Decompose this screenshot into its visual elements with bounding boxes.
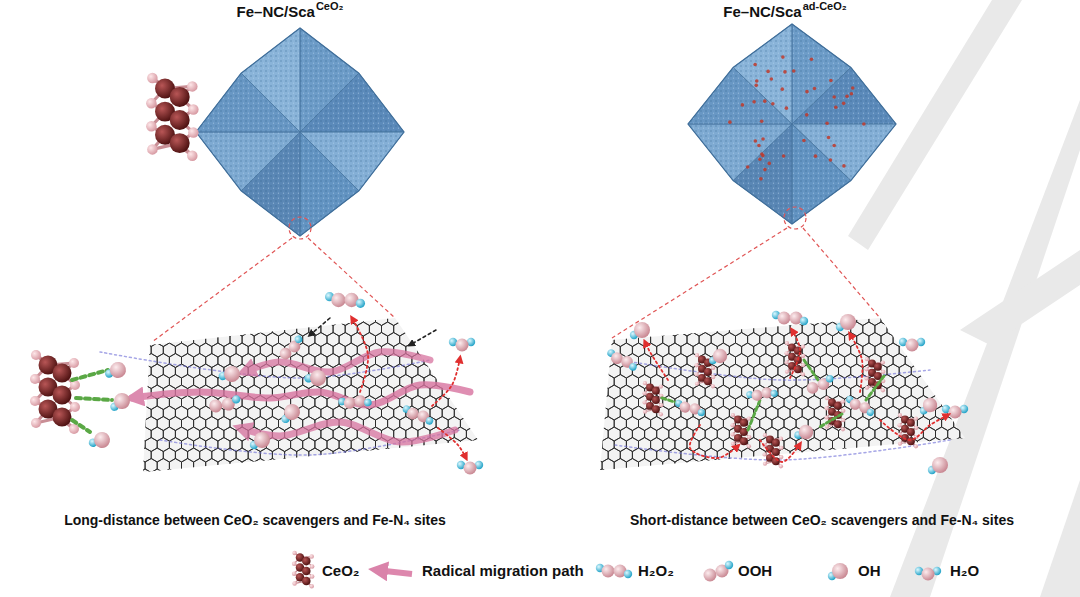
- interaction-line: [804, 360, 818, 380]
- dotted-path: [615, 440, 950, 460]
- molecule: [843, 395, 876, 417]
- radical-arrow: [352, 318, 368, 392]
- dotted-path: [100, 352, 430, 378]
- panel-title-superscript: ad-CeO₂: [803, 0, 847, 13]
- molecule: [772, 311, 808, 325]
- panel-caption: Long-distance between CeO₂ scavengers an…: [64, 512, 446, 528]
- molecule: [401, 405, 436, 426]
- radical-arrow: [438, 428, 466, 458]
- panel-title-superscript: CeO₂: [316, 0, 344, 13]
- transfer-arrow: [310, 318, 330, 335]
- legend-text: H₂O: [950, 562, 979, 579]
- molecule: [208, 391, 241, 417]
- radical-arrow: [850, 334, 863, 392]
- molecule: [303, 365, 329, 390]
- molecule: [217, 362, 242, 385]
- molecule: [836, 314, 856, 331]
- molecule: [604, 348, 639, 371]
- ceo2-cluster: [762, 433, 783, 468]
- radical-arrow: [432, 358, 460, 406]
- radical-arrow: [880, 415, 948, 440]
- legend-text: Radical migration path: [422, 562, 584, 579]
- legend-text: CeO₂: [322, 562, 360, 579]
- interaction-line: [76, 398, 112, 400]
- polyhedron: [196, 28, 404, 236]
- legend-icons: [292, 551, 941, 589]
- ceo2-cluster: [784, 341, 805, 376]
- graphene-sheet: [584, 301, 978, 483]
- molecule: [338, 393, 373, 411]
- interaction-line: [72, 370, 108, 380]
- migration-path: [132, 385, 470, 405]
- radical-arrow: [690, 425, 738, 458]
- molecule: [88, 429, 112, 451]
- radical-arrow: [790, 330, 800, 378]
- interaction-line: [818, 414, 842, 428]
- zoom-indicator: [152, 207, 880, 342]
- molecule: [276, 334, 307, 361]
- interaction-line: [72, 420, 90, 432]
- polyhedron: [688, 24, 896, 224]
- migration-path: [240, 422, 455, 442]
- molecule: [807, 375, 834, 394]
- radical-arrow: [760, 440, 800, 462]
- panel-title: Fe–NC/Sca: [237, 3, 315, 20]
- legend-text: OH: [858, 562, 881, 579]
- interaction-line: [866, 376, 884, 400]
- legend-text: H₂O₂: [638, 562, 674, 579]
- molecule: [104, 360, 127, 380]
- migration-arrow-sample: [376, 570, 412, 574]
- ceo2-cluster: [897, 413, 918, 448]
- molecule: [109, 392, 131, 411]
- molecule: [278, 402, 302, 424]
- molecule: [918, 397, 939, 415]
- legend-text: OOH: [738, 562, 772, 579]
- transfer-arrow: [410, 330, 436, 345]
- graphene-sheet: [127, 301, 497, 483]
- molecule: [745, 384, 778, 404]
- molecule: [828, 563, 848, 580]
- ceo2-cluster: [292, 551, 315, 589]
- molecule: [915, 567, 941, 581]
- radical-arrow: [645, 342, 668, 380]
- ceo2-cluster: [146, 73, 199, 161]
- panel-title: Fe–NC/Sca: [723, 3, 801, 20]
- molecule: [704, 561, 734, 582]
- molecule: [325, 292, 365, 308]
- migration-path: [244, 352, 430, 372]
- watermark: [848, 0, 1080, 597]
- ceo2-cluster: [642, 381, 663, 416]
- molecule: [794, 423, 815, 441]
- molecule: [899, 338, 925, 352]
- panel-caption: Short-distance between CeO₂ scavengers a…: [630, 512, 1014, 528]
- molecule: [250, 432, 270, 449]
- molecule: [928, 457, 948, 474]
- molecule: [709, 349, 727, 364]
- molecule: [674, 399, 707, 416]
- interaction-line: [748, 400, 760, 430]
- molecule: [457, 461, 483, 475]
- molecule: [596, 564, 632, 578]
- molecule: [630, 322, 650, 339]
- reaction-layer: [30, 292, 968, 474]
- molecule: [449, 338, 475, 352]
